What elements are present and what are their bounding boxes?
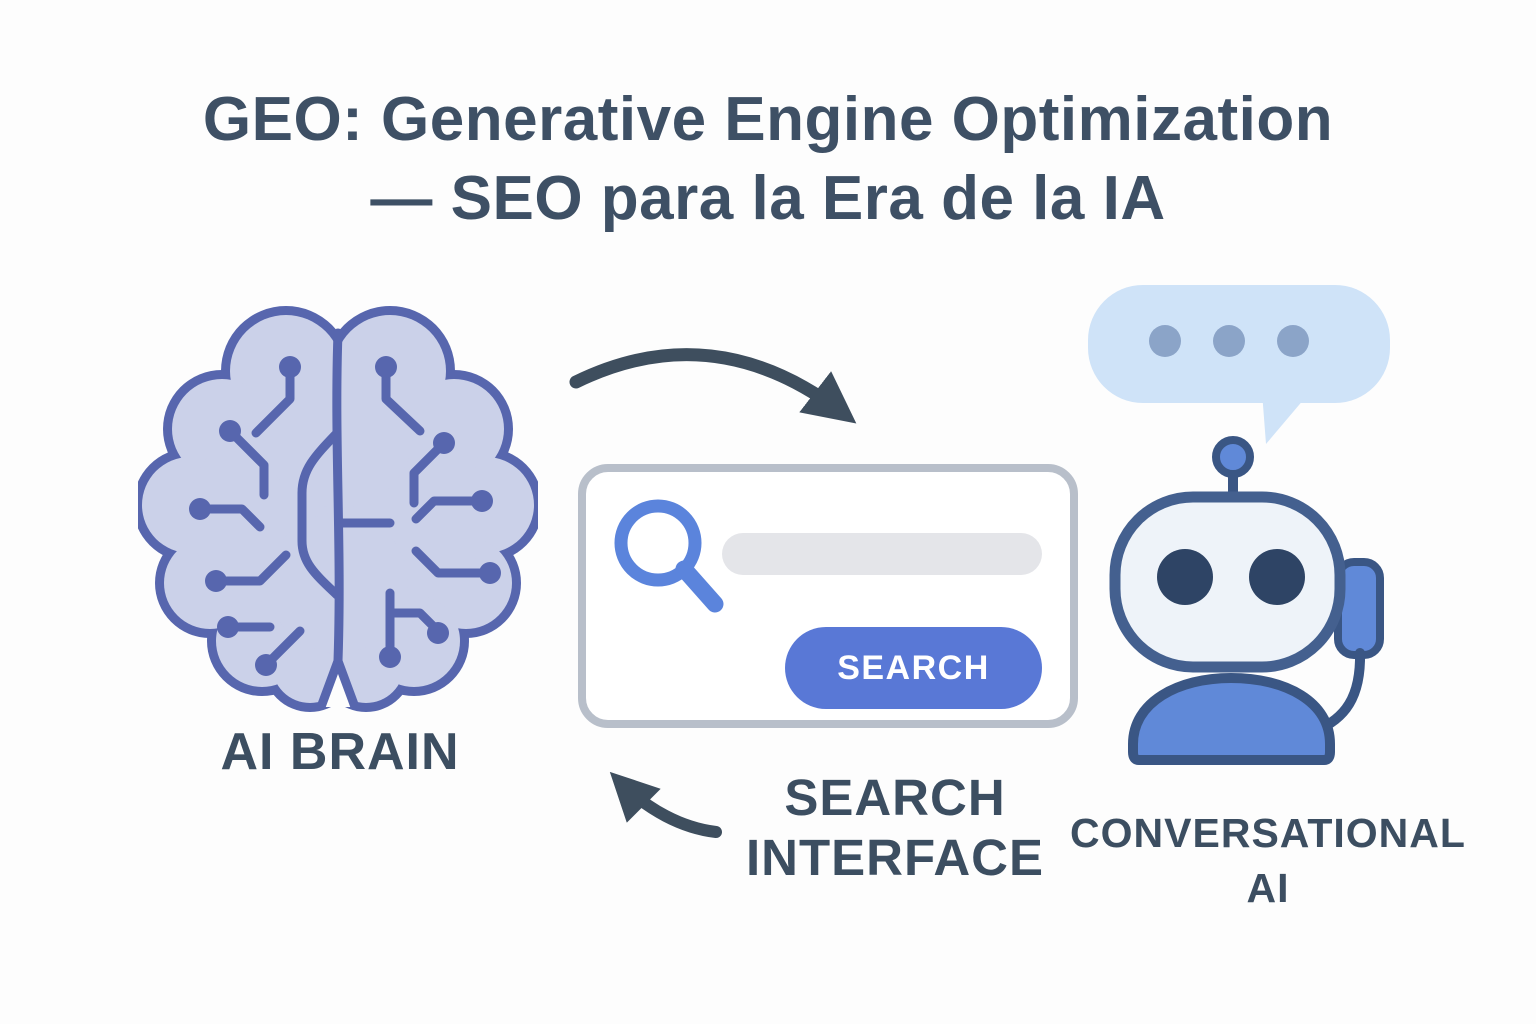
robot-icon — [1083, 282, 1395, 774]
ai-brain-label: AI BRAIN — [140, 722, 540, 782]
conversational-ai-label-line2: AI — [1246, 865, 1290, 911]
page-title: GEO: Generative Engine Optimization — SE… — [0, 80, 1536, 238]
search-interface-label-line2: INTERFACE — [745, 829, 1045, 886]
conversational-ai-label-line1: CONVERSATIONAL — [1070, 810, 1466, 856]
search-input[interactable] — [722, 533, 1042, 575]
page-title-line1: GEO: Generative Engine Optimization — [202, 85, 1334, 154]
conversational-ai-label: CONVERSATIONAL AI — [1068, 806, 1468, 916]
ai-brain-label-text: AI BRAIN — [220, 723, 460, 781]
search-interface-label: SEARCH INTERFACE — [695, 768, 1095, 888]
search-icon — [613, 496, 728, 618]
search-button[interactable]: SEARCH — [785, 627, 1042, 709]
speech-bubble-icon — [1088, 285, 1390, 444]
circuit-brain-icon — [133, 283, 543, 713]
page-title-line2: — SEO para la Era de la IA — [370, 164, 1166, 233]
curved-arrow-right-icon — [556, 336, 876, 446]
search-interface-card: SEARCH — [578, 464, 1078, 728]
search-interface-label-line1: SEARCH — [784, 769, 1006, 826]
curved-arrow-left-icon — [592, 754, 742, 854]
